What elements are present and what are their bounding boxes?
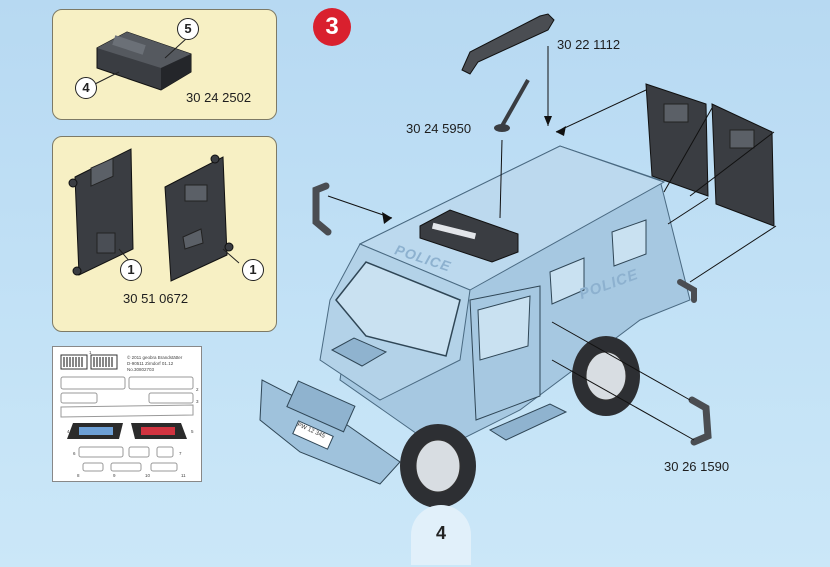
sticker-num-3: 3 — [196, 399, 199, 404]
shield-parts-illustration — [68, 148, 240, 282]
part-number-antenna: 30 24 5950 — [406, 121, 472, 136]
license-plate: PW 12 345 — [296, 422, 326, 440]
page-number: 4 — [411, 505, 471, 565]
sticker-num-8: 8 — [77, 473, 80, 478]
part-number-handle-top: 30 22 1112 — [557, 37, 621, 52]
sticker-number: No.30802703 — [127, 367, 155, 372]
sticker-num-1: 1 — [89, 350, 92, 355]
sticker-num-4: 4 — [67, 429, 70, 434]
sticker-num-2: 2 — [196, 387, 199, 392]
sticker-num-7: 7 — [179, 451, 182, 456]
sticker-num-9: 9 — [113, 473, 116, 478]
police-text-side: POLICE — [576, 265, 641, 304]
sticker-address: D-90511 Zirndorf 01.12 — [127, 361, 174, 366]
callout-1-right: 1 — [242, 259, 264, 281]
part-panel-shields: 1 1 30 51 0672 — [52, 136, 277, 332]
lightbar-part-illustration — [90, 31, 192, 91]
sticker-num-5: 5 — [191, 429, 194, 434]
sticker-num-11: 11 — [181, 473, 186, 478]
police-text-hood: POLICE — [392, 241, 454, 275]
callout-4: 4 — [75, 77, 97, 99]
sticker-sheet-layout — [60, 354, 194, 472]
part-number-shields: 30 51 0672 — [123, 291, 189, 306]
part-number-side-handle: 30 26 1590 — [664, 459, 730, 474]
sticker-copyright: © 2011 geobra Brandstätter — [127, 355, 183, 360]
step-number-badge: 3 — [313, 8, 351, 46]
part-panel-lightbar: 5 4 30 24 2502 — [52, 9, 277, 120]
sticker-num-10: 10 — [145, 473, 151, 478]
sticker-sheet: © 2011 geobra Brandstätter D-90511 Zirnd… — [52, 346, 202, 482]
callout-5: 5 — [177, 18, 199, 40]
sticker-num-6: 6 — [73, 451, 76, 456]
callout-1-left: 1 — [120, 259, 142, 281]
part-number-lightbar: 30 24 2502 — [186, 90, 252, 105]
